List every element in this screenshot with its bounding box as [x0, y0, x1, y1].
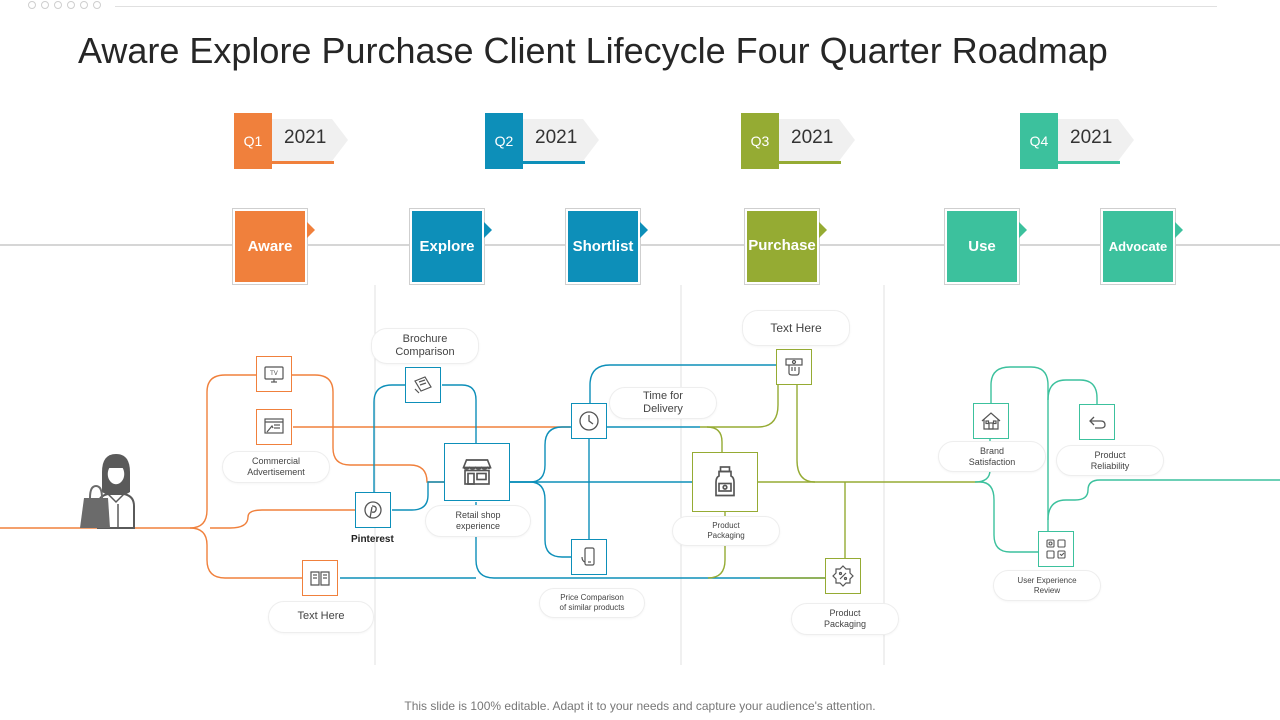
- advertisement-icon: [256, 409, 292, 445]
- discount-badge-icon: [825, 558, 861, 594]
- clock-icon: [571, 403, 607, 439]
- stage-advocate: Advocate: [1100, 208, 1183, 285]
- quarter-year: 2021: [1070, 127, 1113, 148]
- dot: [67, 1, 75, 9]
- quarter-label: Q2: [485, 113, 523, 169]
- label-time-for-delivery: Time for Delivery: [609, 387, 717, 419]
- top-rule: [115, 6, 1217, 7]
- label-text-here-left: Text Here: [268, 601, 374, 633]
- bottle-icon: [692, 452, 758, 512]
- quarter-year: 2021: [284, 127, 327, 148]
- quarter-label: Q3: [741, 113, 779, 169]
- stage-aware: Aware: [232, 208, 315, 285]
- house-icon: [973, 403, 1009, 439]
- slide-title: Aware Explore Purchase Client Lifecycle …: [78, 30, 1108, 71]
- label-brochure-comparison: Brochure Comparison: [371, 328, 479, 364]
- shop-icon: [444, 443, 510, 501]
- quarter-badge-q4: Q4 2021: [1020, 113, 1138, 169]
- stage-label: Shortlist: [568, 211, 638, 282]
- label-product-reliability: Product Reliability: [1056, 445, 1164, 476]
- label-user-experience-review: User Experience Review: [993, 570, 1101, 601]
- svg-text:TV: TV: [269, 370, 279, 377]
- quarter-label: Q4: [1020, 113, 1058, 169]
- label-text-here-top: Text Here: [742, 310, 850, 346]
- dot: [54, 1, 62, 9]
- quarter-year: 2021: [535, 127, 578, 148]
- label-price-comparison: Price Comparison of similar products: [539, 588, 645, 618]
- label-retail-shop: Retail shop experience: [425, 505, 531, 537]
- stage-label: Purchase: [747, 211, 817, 282]
- stage-label: Use: [947, 211, 1017, 282]
- review-icon: [1038, 531, 1074, 567]
- label-pinterest: Pinterest: [351, 534, 394, 545]
- dot: [80, 1, 88, 9]
- dot: [93, 1, 101, 9]
- quarter-badge-q3: Q3 2021: [741, 113, 859, 169]
- dot: [28, 1, 36, 9]
- label-product-packaging-mid: Product Packaging: [672, 516, 780, 546]
- stage-explore: Explore: [409, 208, 492, 285]
- stage-label: Explore: [412, 211, 482, 282]
- stage-label: Aware: [235, 211, 305, 282]
- quarter-badge-q1: Q1 2021: [234, 113, 352, 169]
- cash-in-hand-icon: [776, 349, 812, 385]
- brochure-icon: [405, 367, 441, 403]
- footer-note: This slide is 100% editable. Adapt it to…: [404, 699, 876, 713]
- quarter-label: Q1: [234, 113, 272, 169]
- stage-shortlist: Shortlist: [565, 208, 648, 285]
- quarter-badge-q2: Q2 2021: [485, 113, 603, 169]
- label-brand-satisfaction: Brand Satisfaction: [938, 441, 1046, 472]
- label-commercial-advertisement: Commercial Advertisement: [222, 451, 330, 483]
- label-product-packaging-low: Product Packaging: [791, 603, 899, 635]
- stage-label: Advocate: [1103, 211, 1173, 282]
- stage-use: Use: [944, 208, 1027, 285]
- shopper-icon: [78, 448, 158, 530]
- stage-purchase: Purchase: [744, 208, 827, 285]
- pinterest-icon: [355, 492, 391, 528]
- tv-icon: TV: [256, 356, 292, 392]
- return-arrow-icon: [1079, 404, 1115, 440]
- phone-icon: [571, 539, 607, 575]
- book-icon: [302, 560, 338, 596]
- slide-dots: [28, 1, 101, 9]
- quarter-year: 2021: [791, 127, 834, 148]
- dot: [41, 1, 49, 9]
